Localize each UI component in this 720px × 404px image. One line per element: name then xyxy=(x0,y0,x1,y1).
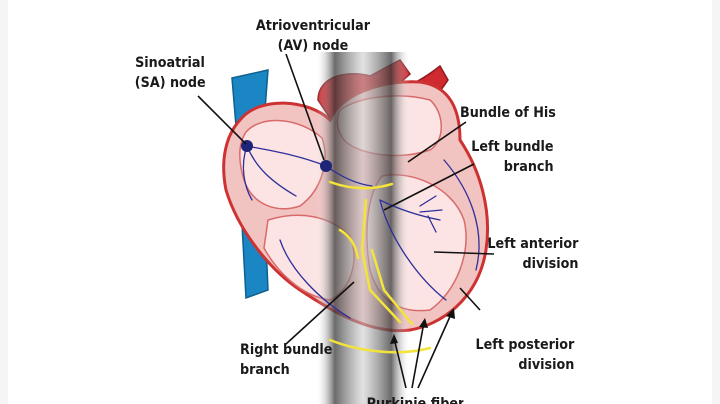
leader-lines xyxy=(197,53,495,389)
label-left-anterior-division: Left anterior division xyxy=(486,236,578,272)
label-left-posterior-division: Left posterior division xyxy=(475,337,574,373)
leader-arrowheads xyxy=(390,308,455,344)
left-edge-bar xyxy=(0,0,8,404)
label-left-bundle-branch: Left bundle branch xyxy=(471,139,554,175)
label-right-bundle-branch: Right bundle branch xyxy=(240,342,333,378)
label-bundle-of-his: Bundle of His xyxy=(460,105,556,121)
right-atrium xyxy=(239,119,326,210)
av-node-dot xyxy=(320,160,332,172)
right-edge-bar xyxy=(712,0,720,404)
label-purkinje-partial: Purkinje fibers xyxy=(366,396,464,404)
conduction-paths xyxy=(328,180,432,354)
label-av-node: Atrioventricular (AV) node xyxy=(255,18,371,54)
label-sa-node: Sinoatrial (SA) node xyxy=(134,55,206,91)
